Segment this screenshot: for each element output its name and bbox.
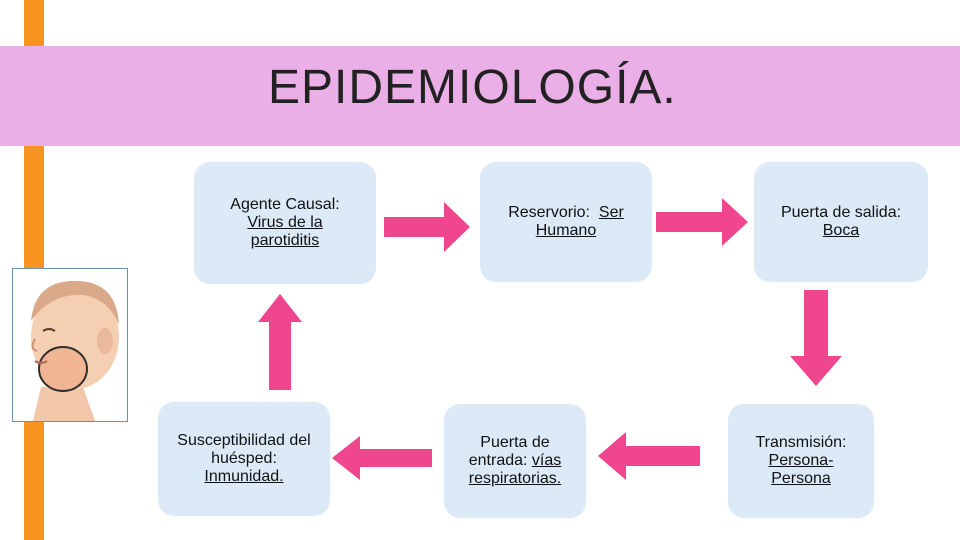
puerta-entrada-value-1: vías [531, 452, 562, 469]
puerta-salida-box: Puerta de salida: Boca [754, 162, 928, 282]
susceptibilidad-value: Inmunidad. [204, 468, 284, 485]
right-arrow-1-icon [384, 202, 470, 252]
puerta-entrada-box: Puerta de entrada: vías respiratorias. [444, 404, 586, 518]
susceptibilidad-label-2: huésped: [211, 450, 277, 467]
reservorio-label: Reservorio: [508, 204, 599, 221]
left-arrow-2-icon [332, 436, 432, 480]
transmision-value-2: Persona [771, 470, 831, 487]
transmision-box: Transmisión: Persona- Persona [728, 404, 874, 518]
down-arrow-icon [790, 290, 842, 386]
agente-causal-label: Agente Causal: [230, 196, 340, 213]
reservorio-value-2: Humano [535, 222, 597, 239]
transmision-value-1: Persona- [768, 452, 834, 469]
agente-causal-value-1: Virus de la [247, 214, 323, 231]
puerta-entrada-label-2: entrada: [468, 452, 532, 469]
title-band [0, 46, 960, 146]
child-mumps-illustration [12, 268, 128, 422]
transmision-label: Transmisión: [755, 434, 847, 451]
puerta-entrada-label-1: Puerta de [480, 434, 550, 451]
agente-causal-value-2: parotiditis [250, 232, 320, 249]
reservorio-box: Reservorio: Ser Humano [480, 162, 652, 282]
agente-causal-box: Agente Causal: Virus de la parotiditis [194, 162, 376, 284]
right-arrow-2-icon [656, 198, 748, 246]
page-title: EPIDEMIOLOGÍA. [268, 61, 677, 114]
child-face-image [31, 280, 119, 421]
puerta-salida-label: Puerta de salida: [780, 204, 902, 221]
reservorio-value-1: Ser [598, 204, 624, 221]
up-arrow-icon [258, 294, 302, 390]
susceptibilidad-box: Susceptibilidad del huésped: Inmunidad. [158, 402, 330, 516]
left-arrow-1-icon [598, 432, 700, 480]
puerta-entrada-value-2: respiratorias. [468, 470, 562, 487]
susceptibilidad-label-1: Susceptibilidad del [177, 432, 311, 449]
puerta-salida-value: Boca [822, 222, 860, 239]
